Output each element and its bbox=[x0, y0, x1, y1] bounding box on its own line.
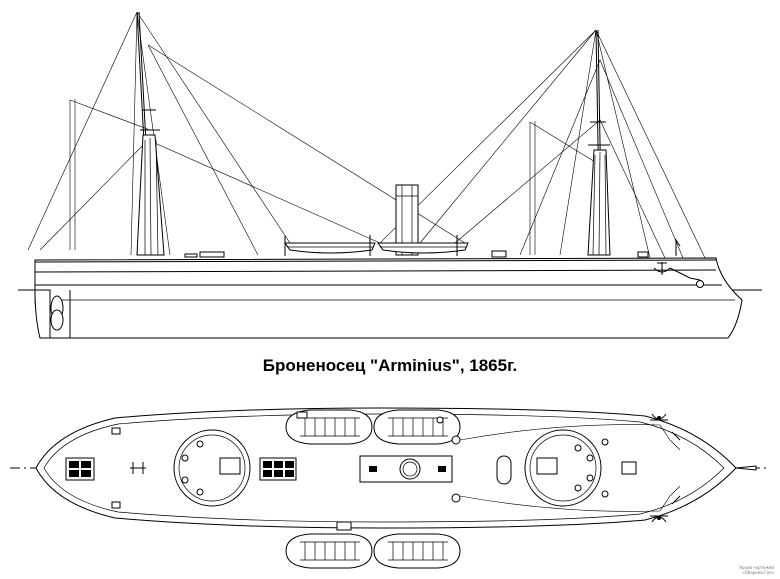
side-view bbox=[18, 11, 762, 339]
plan-boats-bottom bbox=[285, 533, 461, 569]
funnel-casing bbox=[359, 455, 453, 483]
bow-anchor-top-icon bbox=[650, 413, 681, 441]
anchor-icon bbox=[653, 262, 701, 281]
foremast bbox=[136, 11, 165, 256]
drawing-caption: Броненосец "Arminius", 1865г. bbox=[262, 356, 518, 375]
hull bbox=[34, 257, 743, 339]
funnel bbox=[395, 184, 419, 256]
anchor-chains bbox=[459, 424, 681, 512]
side-boats bbox=[284, 235, 469, 256]
turret-aft bbox=[173, 429, 251, 507]
skylight-aft bbox=[65, 457, 95, 481]
turret-fore bbox=[524, 429, 602, 507]
capstan-icon bbox=[130, 462, 146, 474]
watermark: Архив чертежей «Оборона-Гео» bbox=[739, 565, 774, 575]
mainmast bbox=[587, 29, 611, 256]
skylight-mid bbox=[259, 457, 297, 481]
plan-view bbox=[10, 407, 768, 569]
bow-anchor-bottom-icon bbox=[650, 495, 681, 523]
